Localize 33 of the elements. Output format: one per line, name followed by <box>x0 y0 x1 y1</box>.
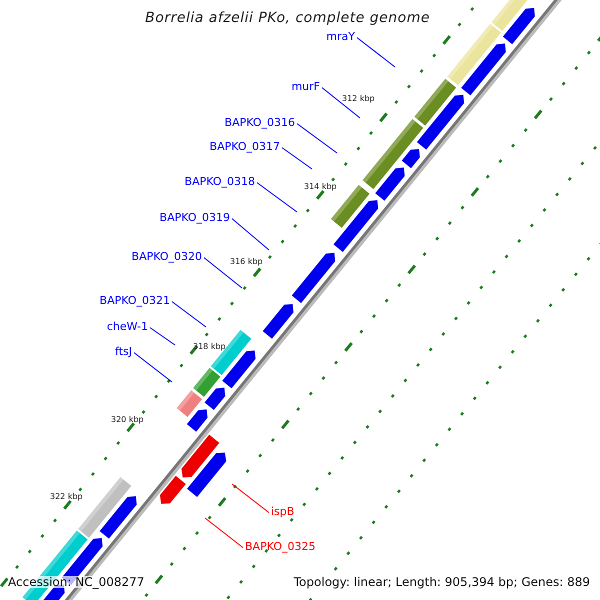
gene-label: BAPKO_0321 <box>100 295 170 306</box>
accession-note: Accession: NC_008277 <box>8 576 144 588</box>
gene-label: ftsJ <box>115 346 132 357</box>
leader-line <box>204 257 242 288</box>
scale-label: 314 kbp <box>304 183 337 191</box>
gene-label: BAPKO_0319 <box>160 212 230 223</box>
leader-line <box>282 147 312 170</box>
leader-line <box>356 37 396 68</box>
gene-label: BAPKO_0320 <box>132 251 202 262</box>
gene-label: BAPKO_0316 <box>224 117 295 128</box>
leader-line <box>134 352 172 382</box>
leader-line <box>256 182 298 212</box>
leader-line <box>172 301 206 328</box>
scale-label: 312 kbp <box>342 95 375 103</box>
scale-label: 318 kbp <box>193 343 226 351</box>
scale-label: 316 kbp <box>230 258 263 266</box>
scale-label: 320 kbp <box>111 416 144 424</box>
gene-label: mraY <box>326 31 355 42</box>
leader-line <box>232 218 270 250</box>
gene-label: ispB <box>271 506 294 517</box>
gene-label: cheW-1 <box>106 321 148 332</box>
leader-line <box>150 327 176 346</box>
gene-label: BAPKO_0318 <box>184 176 255 187</box>
genome-summary: Topology: linear; Length: 905,394 bp; Genes: 889 <box>294 576 590 588</box>
leader-line <box>204 518 244 548</box>
leader-line <box>232 484 270 514</box>
leader-line <box>296 123 338 154</box>
leader-line <box>322 87 360 118</box>
gene-label: BAPKO_0317 <box>210 141 280 152</box>
map-title: Borrelia afzelii PKo, complete genome <box>145 11 430 25</box>
scale-label: 322 kbp <box>50 493 83 501</box>
gene-label: murF <box>291 81 320 92</box>
gene-label: BAPKO_0325 <box>245 541 316 552</box>
